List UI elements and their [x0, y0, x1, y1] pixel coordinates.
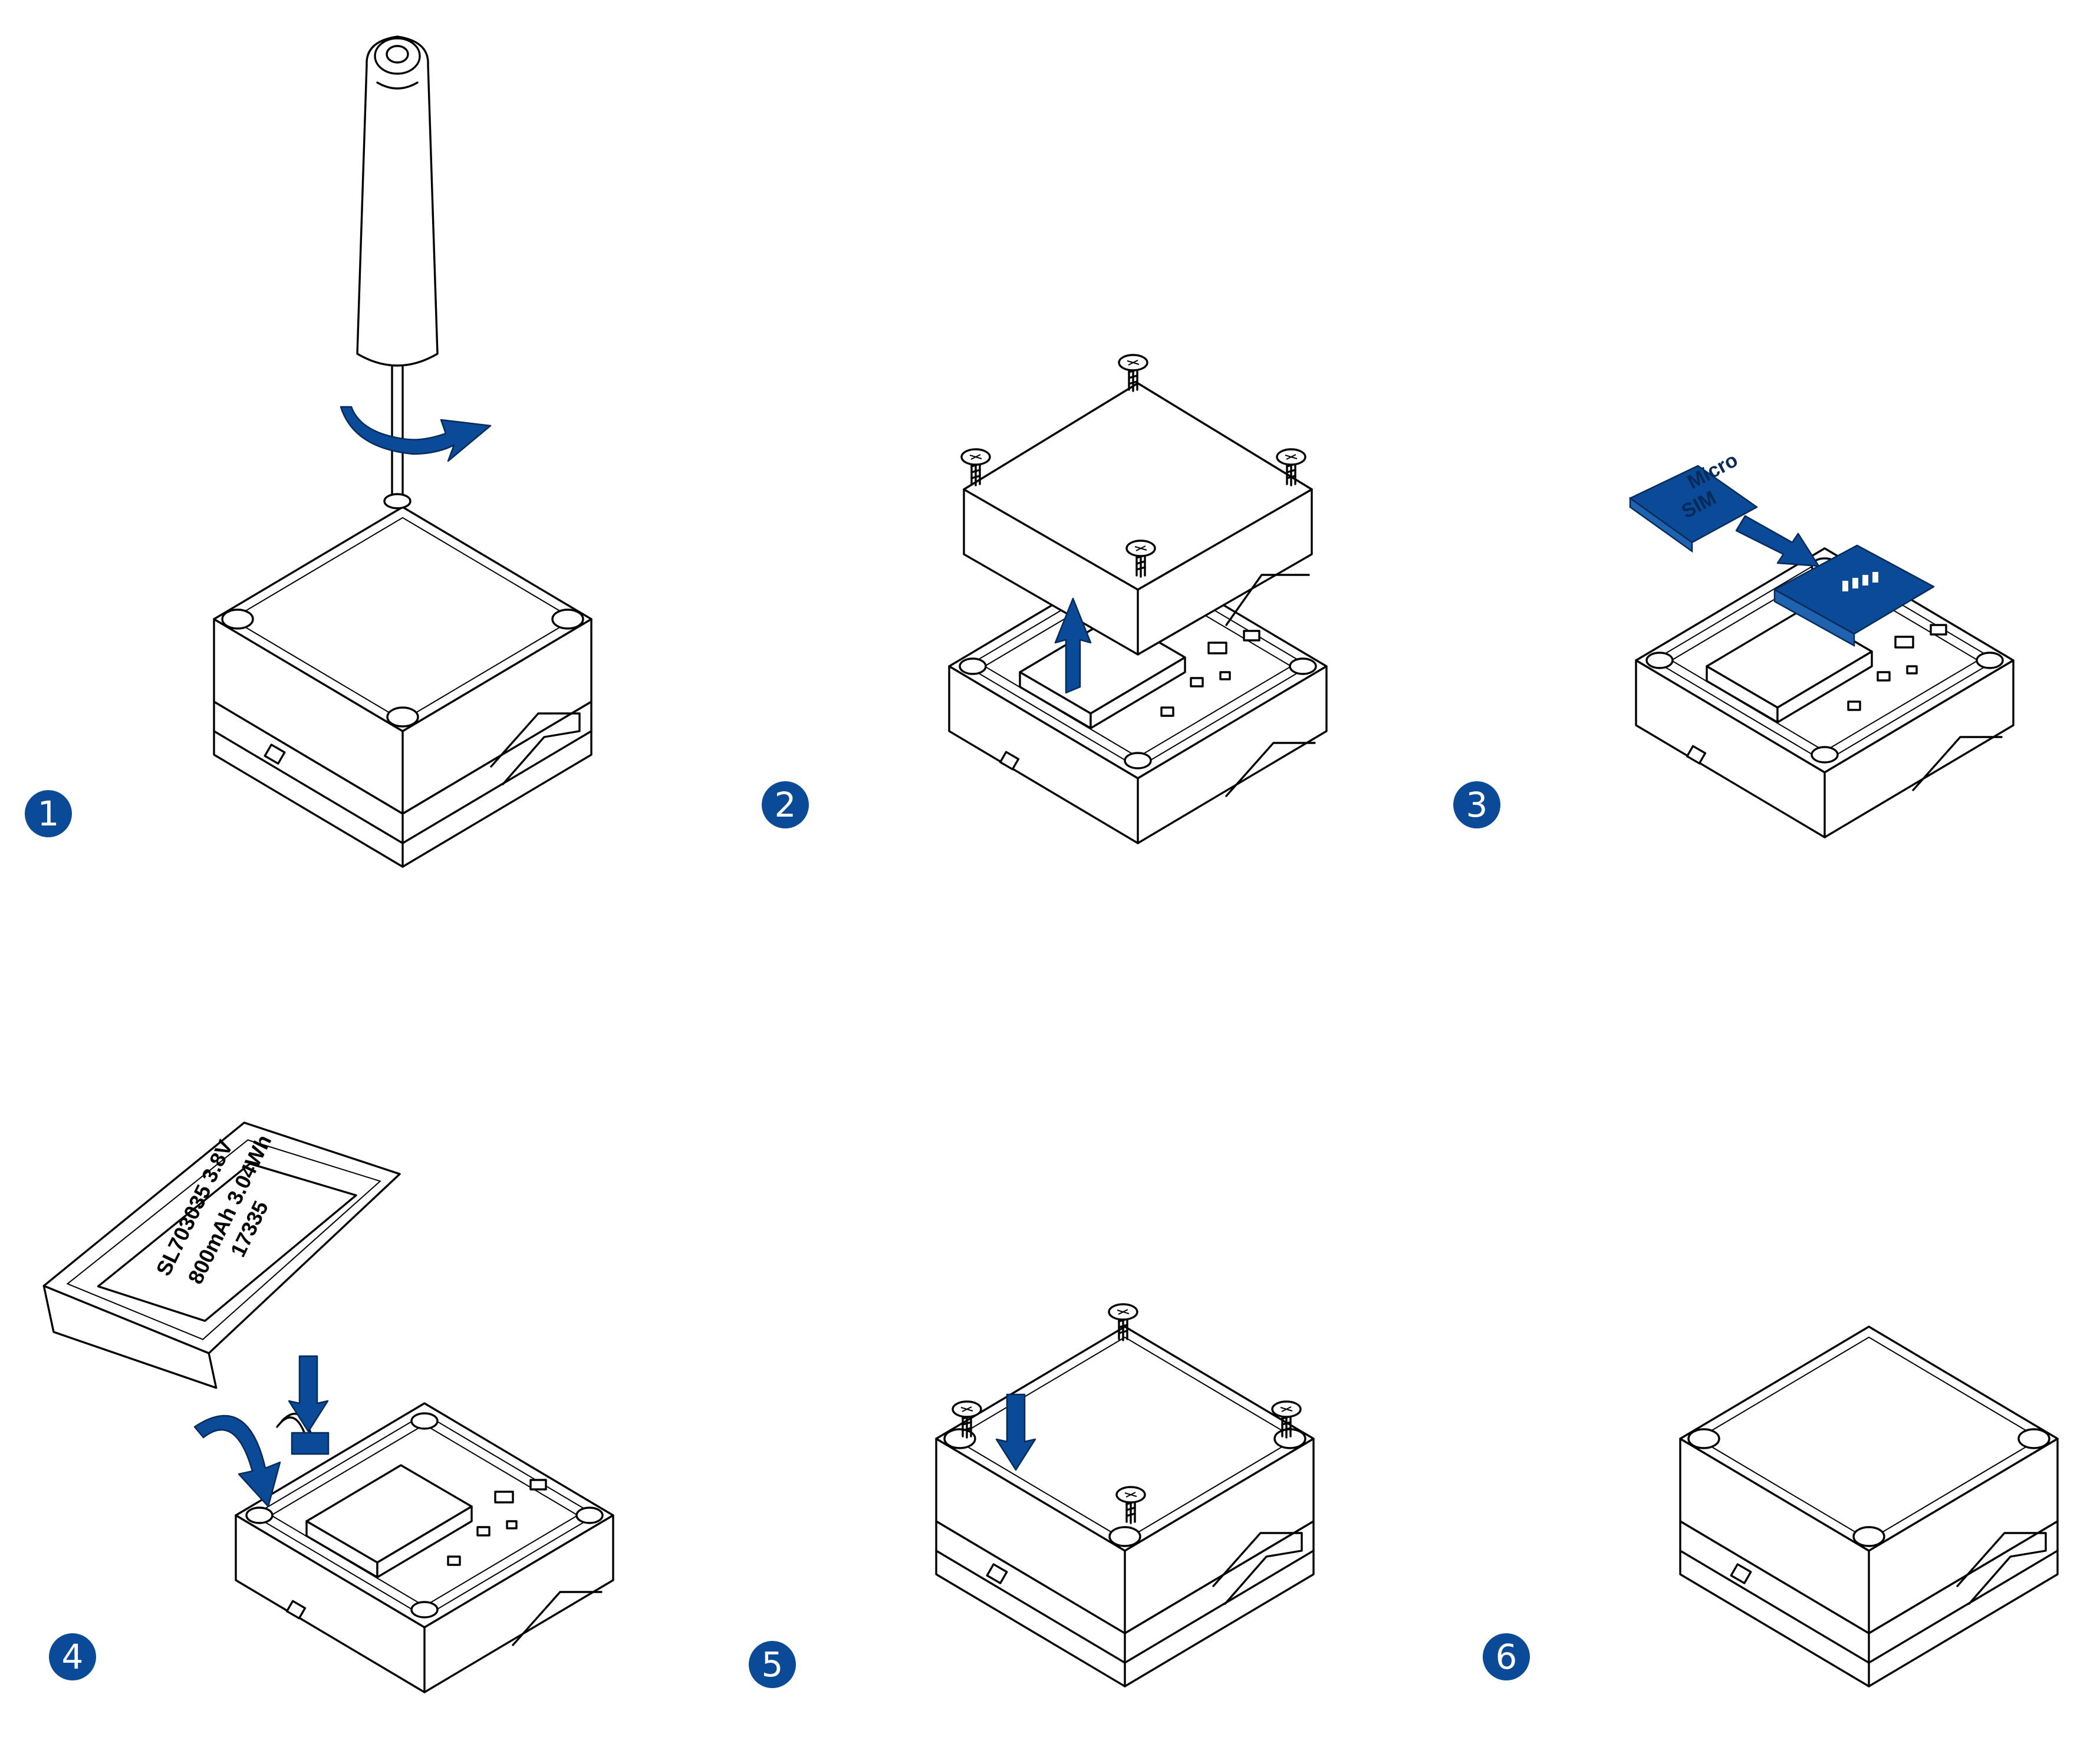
svg-text:5: 5: [762, 1644, 784, 1685]
step-badge-2: 2: [762, 781, 809, 828]
svg-text:3: 3: [1466, 785, 1488, 825]
step-5-illustration: [935, 1303, 1315, 1688]
svg-text:1: 1: [38, 794, 60, 834]
step-badge-1: 1: [25, 790, 72, 837]
rotate-arrow-icon: [340, 406, 492, 462]
micro-sim-card: Micro SIM: [1629, 449, 1758, 553]
step-1-illustration: [213, 35, 593, 868]
lift-arrow-icon: [1054, 597, 1092, 694]
step-6-illustration: [1679, 1325, 2059, 1688]
svg-text:2: 2: [775, 785, 796, 825]
step-3-illustration: Micro SIM: [1629, 449, 2015, 838]
step-badge-6: 6: [1483, 1633, 1530, 1680]
step-badge-5: 5: [749, 1641, 796, 1688]
step-badge-4: 4: [49, 1633, 96, 1680]
step-2-illustration: [948, 354, 1328, 844]
step-badge-3: 3: [1453, 781, 1500, 828]
insert-arrow-icon: [1735, 515, 1820, 567]
step-4-illustration: SL703035 3.8V 800mAh 3.04Wh 17335: [42, 1121, 614, 1693]
connect-arrow-icon: [288, 1355, 329, 1433]
insert-screw-arrow-icon: [995, 1393, 1036, 1471]
svg-text:6: 6: [1496, 1637, 1518, 1677]
svg-text:4: 4: [62, 1637, 84, 1677]
close-lid-arrow-icon: [193, 1415, 281, 1508]
